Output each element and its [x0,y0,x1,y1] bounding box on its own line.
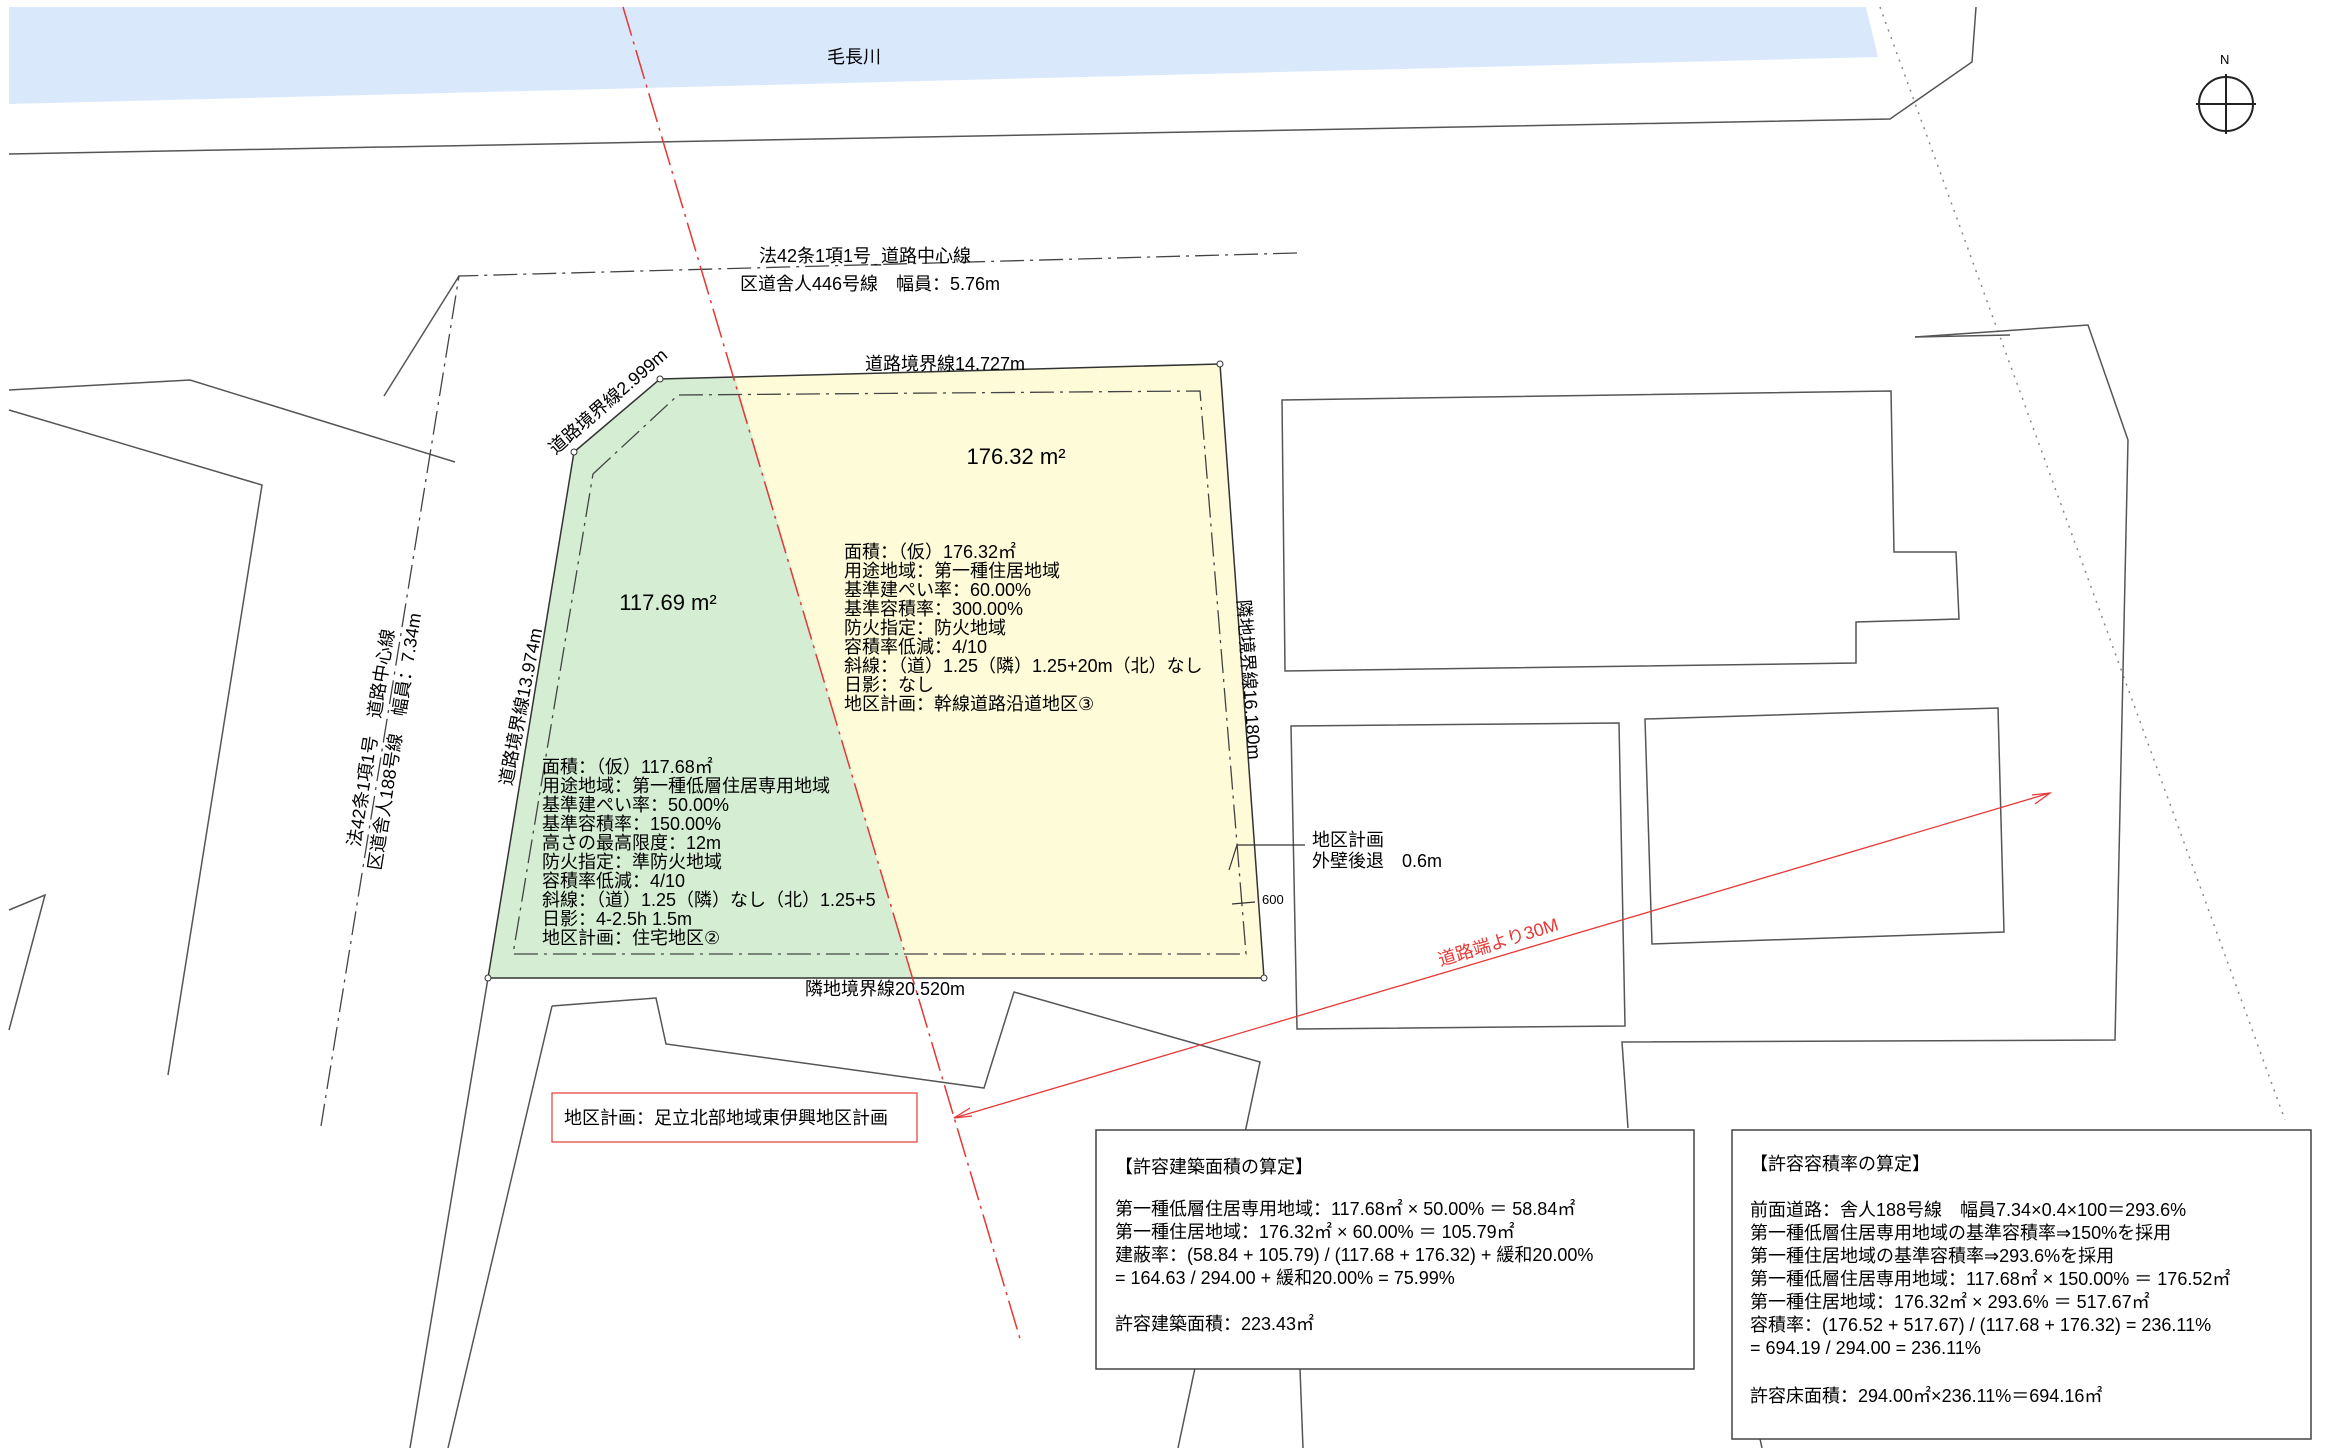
site-corner-markers [484,360,1268,982]
river [9,7,1878,104]
setback-dim-line [1231,901,1256,905]
far-calc-box [1731,1129,2312,1440]
coverage-calc-lines: 第一種低層住居専用地域：117.68㎡ × 50.00% ＝ 58.84㎡ 第一… [1115,1198,1598,1288]
coverage-calc-result: 許容建築面積：223.43㎡ [1115,1313,1314,1334]
road-30m-label: 道路端より30M [1436,914,1561,970]
zone-east-area [735,364,1264,978]
svg-text:N: N [2220,52,2229,67]
surrounding-buildings [8,275,2129,1448]
east-area-label: 176.32 m² [966,444,1065,469]
zoning-boundary-line [622,6,1022,1343]
site-boundary [487,363,1265,979]
north-road-label: 区道舎人446号線 幅員：5.76m [740,274,1000,294]
zone-west-info: 面積：（仮）117.68㎡ 用途地域：第一種低層住居専用地域 基準建ぺい率：50… [542,756,881,948]
road-centerline [320,252,1298,1127]
neighbor-boundary-dotted [1879,6,2286,1121]
setback-dimension: 600 [1262,892,1284,907]
setback-label-2: 外壁後退 0.6m [1312,851,1442,871]
coverage-calc-box [1095,1129,1695,1370]
zone-west-area [488,377,912,978]
far-calc-lines: 前面道路：舎人188号線 幅員7.34×0.4×100＝293.6% 第一種低層… [1750,1200,2235,1358]
setback-label-1: 地区計画 [1312,830,1384,850]
far-calc-title: 【許容容積率の算定】 [1750,1154,1930,1174]
river-bank-line [8,6,1977,155]
district-plan-box [551,1092,918,1143]
north-centerline-label: 法42条1項1号_道路中心線 [759,246,971,267]
river-label: 毛長川 [827,47,881,67]
district-plan-label: 地区計画：足立北部地域東伊興地区計画 [564,1108,888,1128]
north-boundary-label: 道路境界線14.727m [865,354,1025,374]
west-area-label: 117.69 m² [619,590,716,615]
far-calc-result: 許容床面積：294.00㎡×236.11%＝694.16㎡ [1750,1385,2102,1406]
north-compass-icon: N [2196,52,2256,134]
coverage-calc-title: 【許容建築面積の算定】 [1115,1157,1313,1177]
setback-leader [1228,844,1305,871]
setback-line [512,390,1247,955]
road-30m-arrow [953,792,2053,1119]
zone-east-info: 面積：（仮）176.32㎡ 用途地域：第一種住居地域 基準建ぺい率：60.00%… [844,541,1208,714]
south-boundary-label: 隣地境界線20.520m [805,979,965,999]
